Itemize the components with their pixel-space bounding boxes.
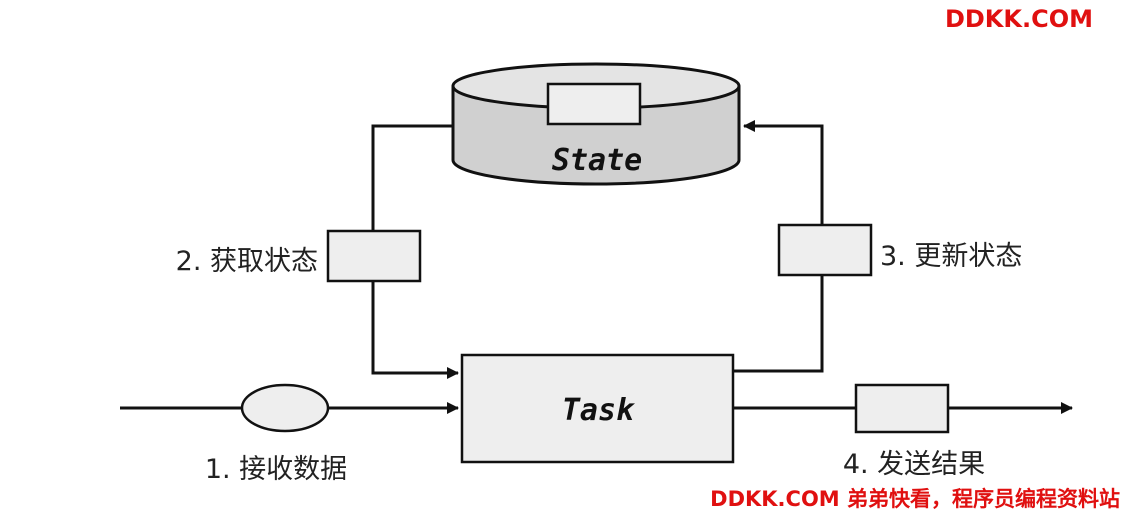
state-store: State	[451, 62, 741, 186]
send-result-label: 4. 发送结果	[843, 449, 985, 480]
get-state-record	[326, 229, 422, 283]
watermark-bottom: DDKK.COM 弟弟快看，程序员编程资料站	[710, 487, 1120, 511]
state-cylinder-body	[451, 86, 741, 186]
receive-label: 1. 接收数据	[205, 454, 347, 485]
state-record	[546, 82, 642, 126]
get-state-label: 2. 获取状态	[176, 246, 318, 277]
update-state-label: 3. 更新状态	[880, 241, 1022, 272]
task-box	[460, 353, 735, 464]
state-title: State	[552, 143, 642, 178]
watermark-top: DDKK.COM	[945, 5, 1093, 33]
output-record	[854, 383, 950, 434]
input-event	[240, 383, 330, 433]
task-title: Task	[562, 393, 636, 428]
update-state-record	[777, 223, 873, 277]
